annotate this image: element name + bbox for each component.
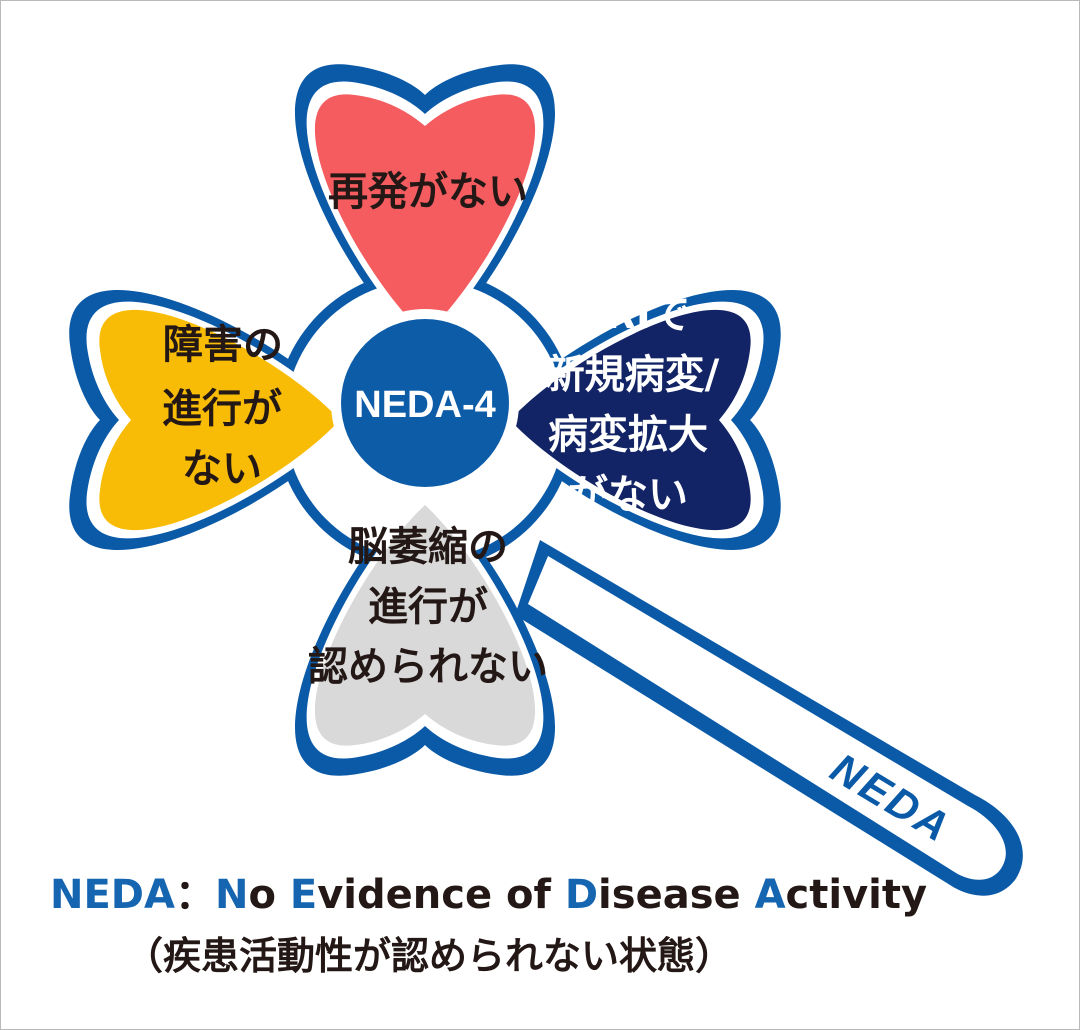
petal-no-disability-progression-line2: 進行が — [162, 386, 282, 432]
petal-no-relapse — [314, 94, 536, 335]
caption-word-initial: D — [564, 872, 599, 918]
petal-no-mri-activity-line2: 新規病変/ — [545, 352, 720, 398]
center-circle — [341, 319, 509, 487]
petal-no-disability-progression — [99, 309, 340, 531]
petal-no-mri-activity-line3: 病変拡大 — [548, 412, 708, 458]
petal-no-mri-activity-line4: がない — [568, 472, 688, 518]
caption-word-rest: vidence — [317, 872, 493, 918]
caption-word-rest: of — [506, 872, 551, 918]
petal-no-brain-atrophy-line2: 進行が — [368, 584, 488, 630]
caption-subtitle: （疾患活動性が認められない状態） — [125, 934, 734, 978]
caption-word-initial: E — [289, 872, 318, 918]
petal-no-relapse-text: 再発がない — [328, 169, 528, 215]
petal-no-disability-progression-line1: 障害の — [163, 322, 283, 368]
caption-acronym: NEDA — [50, 872, 175, 918]
clover-stem — [528, 556, 1006, 880]
center-label: NEDA-4 — [354, 384, 495, 426]
petal-no-brain-atrophy-line1: 脳萎縮の — [348, 524, 508, 570]
petal-no-disability-progression-line3: ない — [182, 446, 262, 492]
petal-no-brain-atrophy-line3: 認められない — [308, 644, 548, 690]
caption-separator: ： — [174, 872, 215, 918]
caption-word-rest: ctivity — [785, 872, 928, 918]
petal-no-mri-activity — [510, 309, 751, 531]
caption-word-rest: o — [248, 872, 276, 918]
petal-no-mri-activity-line1: MRIで — [565, 292, 691, 338]
caption-definition: NEDA：No Evidence of Disease Activity — [50, 862, 927, 920]
caption-word-initial: A — [754, 872, 786, 918]
caption-word-rest: isease — [598, 872, 741, 918]
petal-no-brain-atrophy — [314, 505, 536, 746]
caption-word-initial: N — [214, 872, 249, 918]
